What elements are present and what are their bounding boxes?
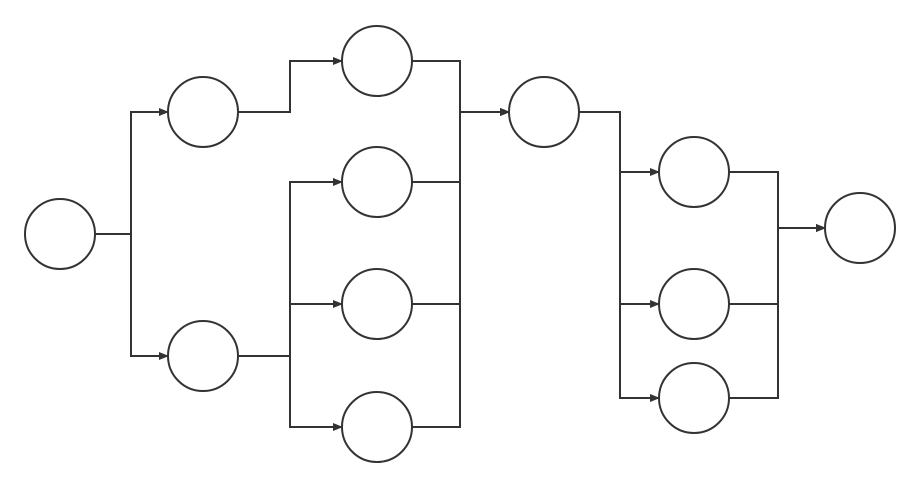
node-n10 — [658, 362, 730, 434]
node-n5-circle — [341, 268, 413, 340]
node-n6-circle — [341, 391, 413, 463]
node-n6 — [341, 391, 413, 463]
edge-n2-to-n6 — [238, 355, 343, 431]
edge-n8-to-n11 — [729, 171, 826, 232]
edges-layer — [95, 57, 826, 431]
node-n11-circle — [824, 192, 896, 264]
node-n5 — [341, 268, 413, 340]
node-n2 — [167, 320, 239, 392]
edge-n2-to-n5 — [238, 300, 343, 357]
node-n4-circle — [341, 146, 413, 218]
node-n4 — [341, 146, 413, 218]
node-n9 — [658, 268, 730, 340]
node-n7-circle — [508, 76, 580, 148]
edge-n1-to-n3 — [238, 57, 343, 113]
node-n0 — [24, 198, 96, 270]
edge-n10-to-n11 — [729, 224, 826, 399]
node-n8-circle — [658, 136, 730, 208]
node-n10-circle — [658, 362, 730, 434]
node-n11 — [824, 192, 896, 264]
nodes-layer — [24, 25, 896, 463]
node-n1 — [167, 76, 239, 148]
node-n8 — [658, 136, 730, 208]
edge-n0-to-n1 — [95, 108, 169, 235]
edge-n7-to-n10 — [579, 111, 660, 402]
node-n7 — [508, 76, 580, 148]
node-n3-circle — [341, 25, 413, 97]
node-n1-circle — [167, 76, 239, 148]
node-n2-circle — [167, 320, 239, 392]
node-n0-circle — [24, 198, 96, 270]
edge-n6-to-n7 — [412, 108, 510, 428]
edge-n0-to-n2 — [95, 233, 169, 360]
node-n3 — [341, 25, 413, 97]
edge-n3-to-n7 — [412, 60, 510, 116]
node-n9-circle — [658, 268, 730, 340]
